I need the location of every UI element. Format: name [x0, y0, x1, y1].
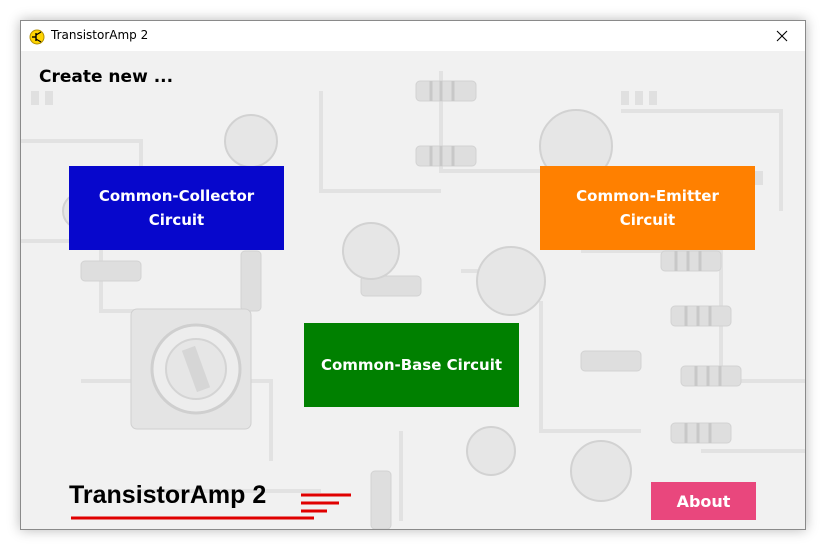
logo-lines [71, 493, 351, 520]
page-heading: Create new ... [39, 67, 174, 87]
common-base-button[interactable]: Common-Base Circuit [304, 323, 519, 407]
about-button[interactable]: About [651, 482, 756, 520]
title-bar[interactable]: TransistorAmp 2 [21, 21, 805, 51]
circuit-board-background [21, 51, 805, 529]
app-logo: TransistorAmp 2 [69, 481, 359, 521]
logo-text: TransistorAmp 2 [69, 481, 267, 509]
transistor-app-icon [29, 29, 45, 45]
app-window: TransistorAmp 2 [20, 20, 806, 530]
window-title: TransistorAmp 2 [51, 28, 149, 42]
close-icon [776, 30, 788, 42]
common-emitter-button[interactable]: Common-Emitter Circuit [540, 166, 755, 250]
close-button[interactable] [759, 21, 805, 51]
client-area: Create new ... Common-Collector Circuit … [21, 51, 805, 529]
common-collector-button[interactable]: Common-Collector Circuit [69, 166, 284, 250]
